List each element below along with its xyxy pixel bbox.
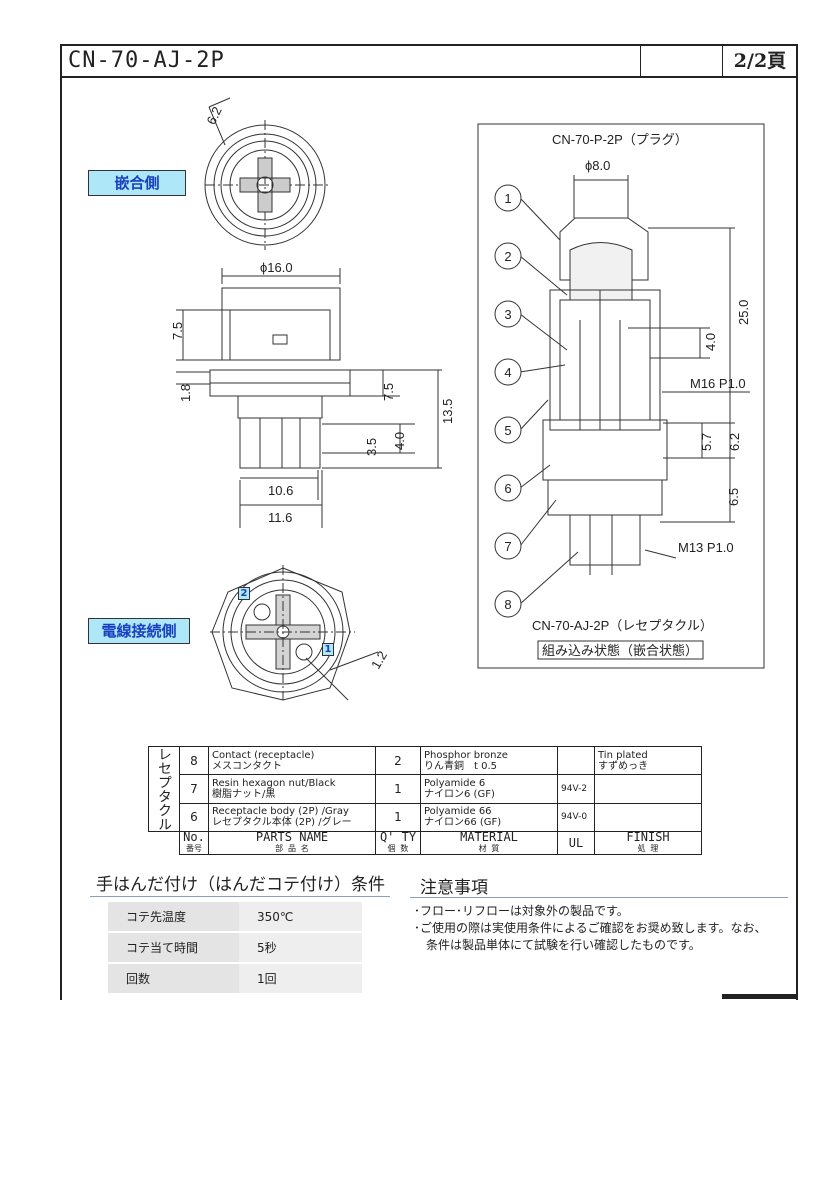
dim-phi8: ϕ8.0 <box>585 158 610 173</box>
notes-divider <box>410 897 788 898</box>
page-number: 2/2頁 <box>722 46 797 76</box>
part-6-no: 6 <box>179 802 209 833</box>
notes-body: ･フロー･リフローは対象外の製品です。 ･ご使用の際は実使用条件によるご確認をお… <box>414 903 794 954</box>
solder-row-key: コテ先温度 <box>108 902 239 933</box>
callout-2: 2 <box>504 249 511 264</box>
part-6-ul: 94V-0 <box>557 802 595 833</box>
thread-m13: M13 P1.0 <box>678 540 734 555</box>
solder-row-key: 回数 <box>108 963 239 995</box>
part-8-ul <box>557 745 595 776</box>
drawing-title: CN-70-AJ-2P <box>68 48 225 73</box>
dim-6-2-assembly: 6.2 <box>727 433 742 451</box>
solder-row-value: 1回 <box>239 963 362 995</box>
dim-1-8: 1.8 <box>178 384 193 402</box>
callout-4: 4 <box>504 365 511 380</box>
callout-circles <box>494 184 522 618</box>
solder-row-key: コテ当て時間 <box>108 932 239 964</box>
side-view <box>176 268 442 528</box>
part-8-qty: 2 <box>375 745 421 776</box>
solder-title: 手はんだ付け（はんだコテ付け）条件 <box>96 875 385 895</box>
note-line: ･ご使用の際は実使用条件によるご確認をお奨め致します。なお、 <box>414 921 767 935</box>
dim-1-2: 1.2 <box>368 648 390 671</box>
assembled-state-label: 組み込み状態（嵌合状態） <box>542 643 698 658</box>
col-no: No.番号 <box>179 831 209 855</box>
wire-side-tag: 電線接続側 <box>88 618 190 644</box>
callout-6: 6 <box>504 481 511 496</box>
pin-2-marker: 2 <box>238 587 250 600</box>
note-line: ･フロー･リフローは対象外の製品です。 <box>414 904 629 918</box>
title-blank-cell <box>640 46 723 76</box>
col-ul: UL <box>557 831 595 855</box>
part-7-qty: 1 <box>375 774 421 804</box>
callout-1: 1 <box>504 191 511 206</box>
dim-6-2-top: 6.2 <box>204 104 225 127</box>
callout-3: 3 <box>504 307 511 322</box>
dim-4-0: 4.0 <box>392 432 407 450</box>
dim-3-5: 3.5 <box>364 438 379 456</box>
receptacle-label: CN-70-AJ-2P（レセプタクル） <box>532 618 713 633</box>
parts-table: レセプタクル 8 Contact (receptacle)メスコンタクト 2 P… <box>148 745 702 855</box>
callout-numbers: 1 2 3 4 5 6 7 8 <box>504 191 511 612</box>
solder-row-value: 350℃ <box>239 902 362 933</box>
callout-8: 8 <box>504 597 511 612</box>
dim-4-0-assembly: 4.0 <box>703 333 718 351</box>
pin-1-marker: 1 <box>322 643 334 656</box>
thread-m16: M16 P1.0 <box>690 376 746 391</box>
mating-side-tag: 嵌合側 <box>88 170 186 196</box>
part-8-no: 8 <box>179 745 209 776</box>
callout-5: 5 <box>504 423 511 438</box>
dim-13-5: 13.5 <box>440 399 455 424</box>
dim-25-0: 25.0 <box>736 300 751 325</box>
note-line: 条件は製品単体にて試験を行い確認したものです。 <box>414 938 701 952</box>
dim-6-5: 6.5 <box>726 488 741 506</box>
dim-phi16: ϕ16.0 <box>260 260 293 275</box>
solder-divider <box>90 896 390 897</box>
parts-side-label: レセプタクル <box>148 746 180 832</box>
notes-title: 注意事項 <box>420 878 488 898</box>
dim-10-6: 10.6 <box>268 483 293 498</box>
dim-7-5-left: 7.5 <box>170 322 185 340</box>
part-7-no: 7 <box>179 774 209 804</box>
dim-5-7: 5.7 <box>699 433 714 451</box>
part-6-qty: 1 <box>375 802 421 833</box>
plug-label: CN-70-P-2P（プラグ） <box>552 132 688 147</box>
dim-7-5-right: 7.5 <box>381 383 396 401</box>
wire-side-view <box>210 565 379 701</box>
part-6-finish <box>594 802 702 833</box>
callout-7: 7 <box>504 539 511 554</box>
part-8-name: Contact (receptacle)メスコンタクト <box>208 745 376 776</box>
solder-row-value: 5秒 <box>239 932 362 964</box>
part-7-ul: 94V-2 <box>557 774 595 804</box>
mating-side-view <box>204 97 330 250</box>
part-7-finish <box>594 774 702 804</box>
title-block: CN-70-AJ-2P 2/2頁 <box>60 44 798 78</box>
dim-11-6: 11.6 <box>268 510 292 525</box>
footer-bar <box>722 994 798 999</box>
assembly-section <box>477 123 765 669</box>
